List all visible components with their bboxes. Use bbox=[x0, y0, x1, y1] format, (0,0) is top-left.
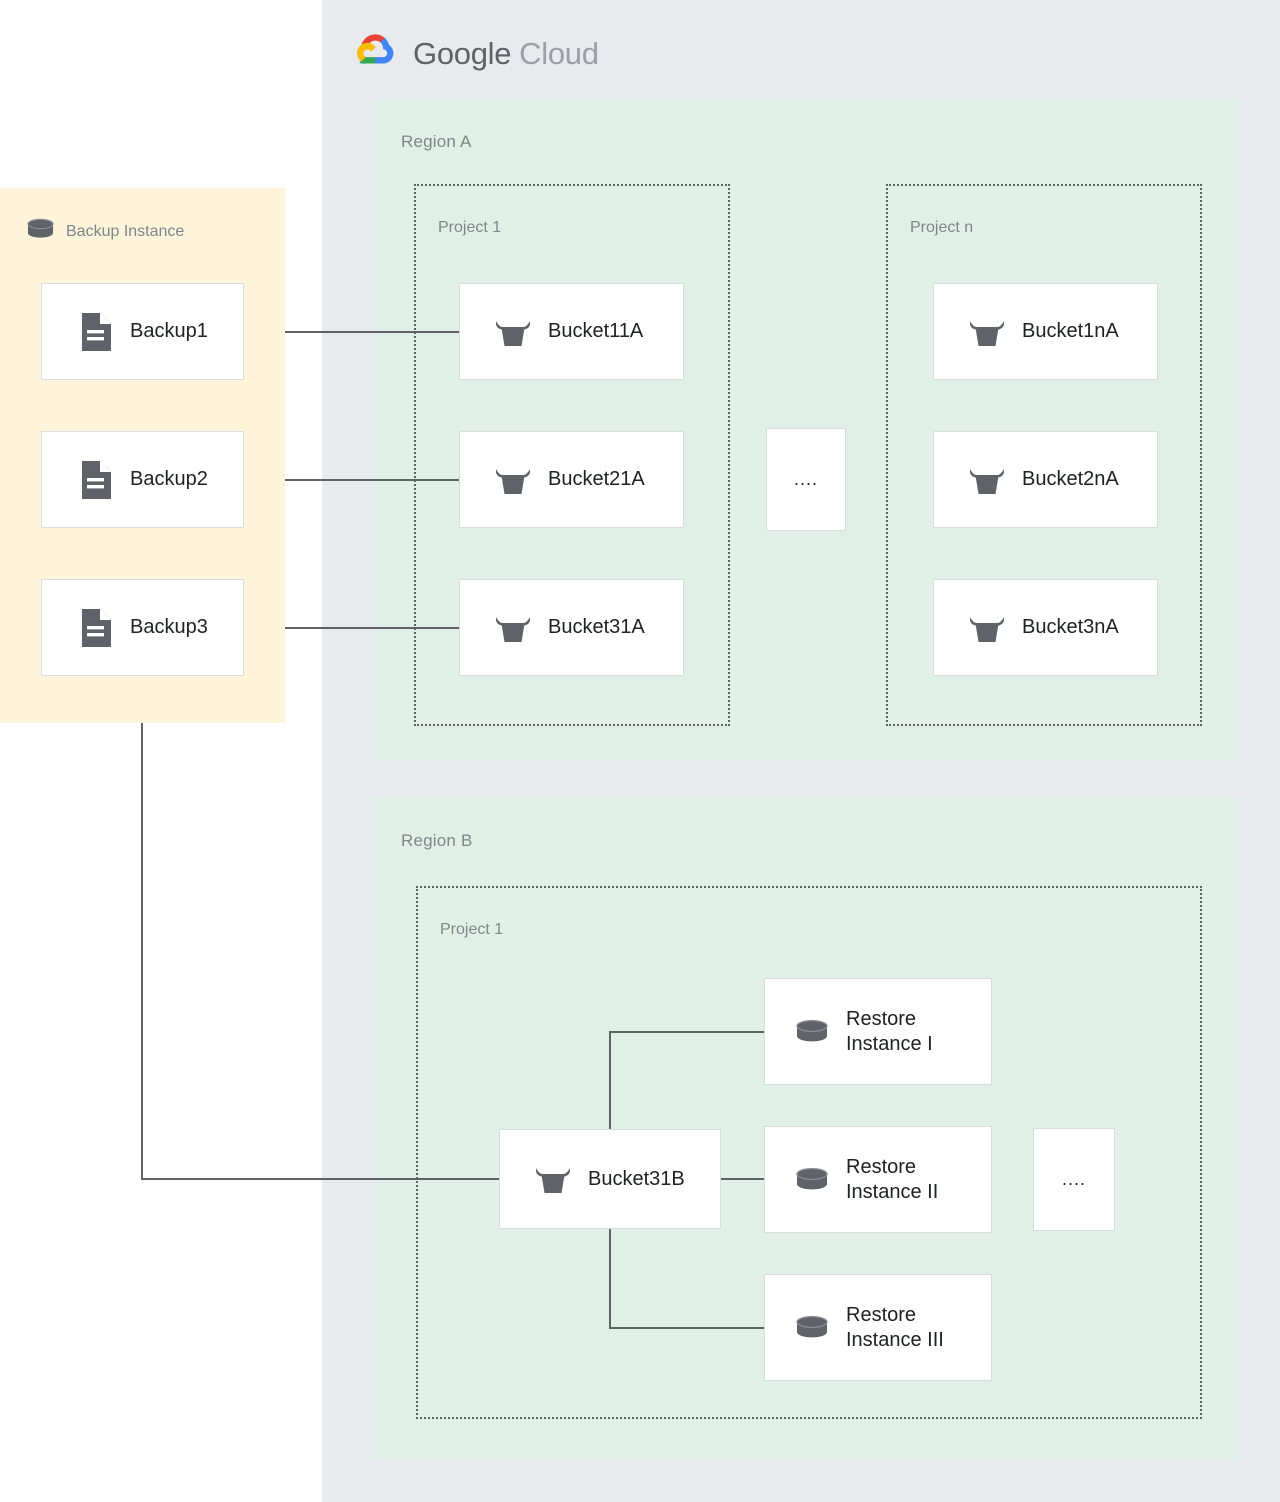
brand-name-google: Google bbox=[413, 35, 512, 71]
region-b-label: Region B bbox=[401, 831, 473, 850]
storage-bucket-icon bbox=[968, 611, 1006, 645]
backup3-label: Backup3 bbox=[130, 616, 208, 638]
project-n-region-a-label: Project n bbox=[910, 219, 974, 236]
backup1-node[interactable]: Backup1 bbox=[41, 283, 244, 380]
connector-bucket31b-restore1-horizontal bbox=[609, 1031, 764, 1033]
bucket3na-label: Bucket3nA bbox=[1022, 616, 1119, 638]
database-cylinder-icon bbox=[794, 1313, 830, 1343]
restore-instance-1-label: Restore Instance I bbox=[846, 1007, 933, 1055]
restore-instance-3-node[interactable]: Restore Instance III bbox=[764, 1274, 992, 1381]
storage-bucket-icon bbox=[968, 463, 1006, 497]
storage-bucket-icon bbox=[494, 611, 532, 645]
bucket31a-node[interactable]: Bucket31A bbox=[459, 579, 684, 676]
backup2-node[interactable]: Backup2 bbox=[41, 431, 244, 528]
google-cloud-logo-icon bbox=[352, 30, 400, 77]
backup3-node[interactable]: Backup3 bbox=[41, 579, 244, 676]
storage-bucket-icon bbox=[534, 1162, 572, 1196]
bucket2na-node[interactable]: Bucket2nA bbox=[933, 431, 1158, 528]
project-n-region-a-container: Project n bbox=[886, 184, 1202, 726]
google-cloud-brand: Google Cloud bbox=[352, 30, 599, 77]
connector-bucket31b-restore3-horizontal bbox=[609, 1327, 764, 1329]
connector-bucket31b-restore3-vertical bbox=[609, 1229, 611, 1328]
database-cylinder-icon bbox=[26, 218, 55, 245]
document-icon bbox=[79, 608, 113, 648]
region-a-label: Region A bbox=[401, 132, 472, 151]
storage-bucket-icon bbox=[494, 463, 532, 497]
project-1-region-a-label: Project 1 bbox=[438, 219, 502, 236]
restore-instance-2-node[interactable]: Restore Instance II bbox=[764, 1126, 992, 1233]
google-cloud-wordmark: Google Cloud bbox=[413, 36, 599, 72]
bucket3na-node[interactable]: Bucket3nA bbox=[933, 579, 1158, 676]
document-icon bbox=[79, 312, 113, 352]
bucket31a-label: Bucket31A bbox=[548, 616, 645, 638]
region-b-ellipsis-box: .... bbox=[1033, 1128, 1115, 1231]
restore-instance-2-label: Restore Instance II bbox=[846, 1155, 939, 1203]
bucket11a-node[interactable]: Bucket11A bbox=[459, 283, 684, 380]
bucket1na-label: Bucket1nA bbox=[1022, 320, 1119, 342]
bucket21a-label: Bucket21A bbox=[548, 468, 645, 490]
document-icon bbox=[79, 460, 113, 500]
connector-backup2-bucket21a bbox=[244, 479, 459, 481]
project-1-region-a-container: Project 1 bbox=[414, 184, 730, 726]
backup-instance-title: Backup Instance bbox=[66, 222, 185, 240]
bucket2na-label: Bucket2nA bbox=[1022, 468, 1119, 490]
database-cylinder-icon bbox=[794, 1165, 830, 1195]
backup-instance-header: Backup Instance bbox=[26, 218, 184, 245]
connector-bucket31b-restore2 bbox=[721, 1178, 764, 1180]
project-1-region-b-container: Project 1 bbox=[416, 886, 1202, 1419]
database-cylinder-icon bbox=[794, 1017, 830, 1047]
bucket31b-label: Bucket31B bbox=[588, 1167, 685, 1190]
storage-bucket-icon bbox=[494, 315, 532, 349]
connector-backup3-bucket31b-vertical bbox=[141, 676, 143, 1179]
connector-backup3-bucket31a bbox=[244, 627, 459, 629]
bucket11a-label: Bucket11A bbox=[548, 320, 644, 342]
bucket1na-node[interactable]: Bucket1nA bbox=[933, 283, 1158, 380]
connector-bucket31b-restore1-vertical bbox=[609, 1031, 611, 1129]
project-1-region-b-label: Project 1 bbox=[440, 921, 504, 938]
storage-bucket-icon bbox=[968, 315, 1006, 349]
backup1-label: Backup1 bbox=[130, 320, 208, 342]
bucket21a-node[interactable]: Bucket21A bbox=[459, 431, 684, 528]
restore-instance-3-label: Restore Instance III bbox=[846, 1303, 944, 1351]
brand-name-cloud: Cloud bbox=[519, 35, 599, 71]
region-a-ellipsis-box: .... bbox=[766, 428, 846, 531]
backup2-label: Backup2 bbox=[130, 468, 208, 490]
bucket31b-node[interactable]: Bucket31B bbox=[499, 1129, 721, 1229]
connector-backup1-bucket11a bbox=[244, 331, 459, 333]
restore-instance-1-node[interactable]: Restore Instance I bbox=[764, 978, 992, 1085]
connector-backup3-bucket31b-horizontal bbox=[141, 1178, 499, 1180]
